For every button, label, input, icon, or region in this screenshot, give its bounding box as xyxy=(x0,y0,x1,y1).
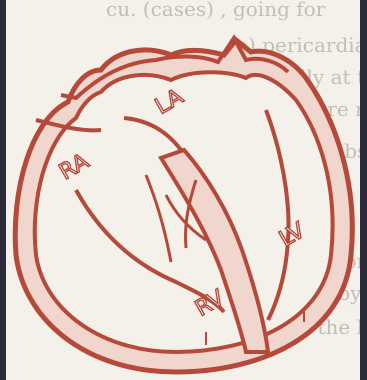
background-text-line: cu. (cases) , going for xyxy=(106,0,326,21)
heart-diagram: cu. (cases) , going for o) pericardial f… xyxy=(6,0,360,380)
